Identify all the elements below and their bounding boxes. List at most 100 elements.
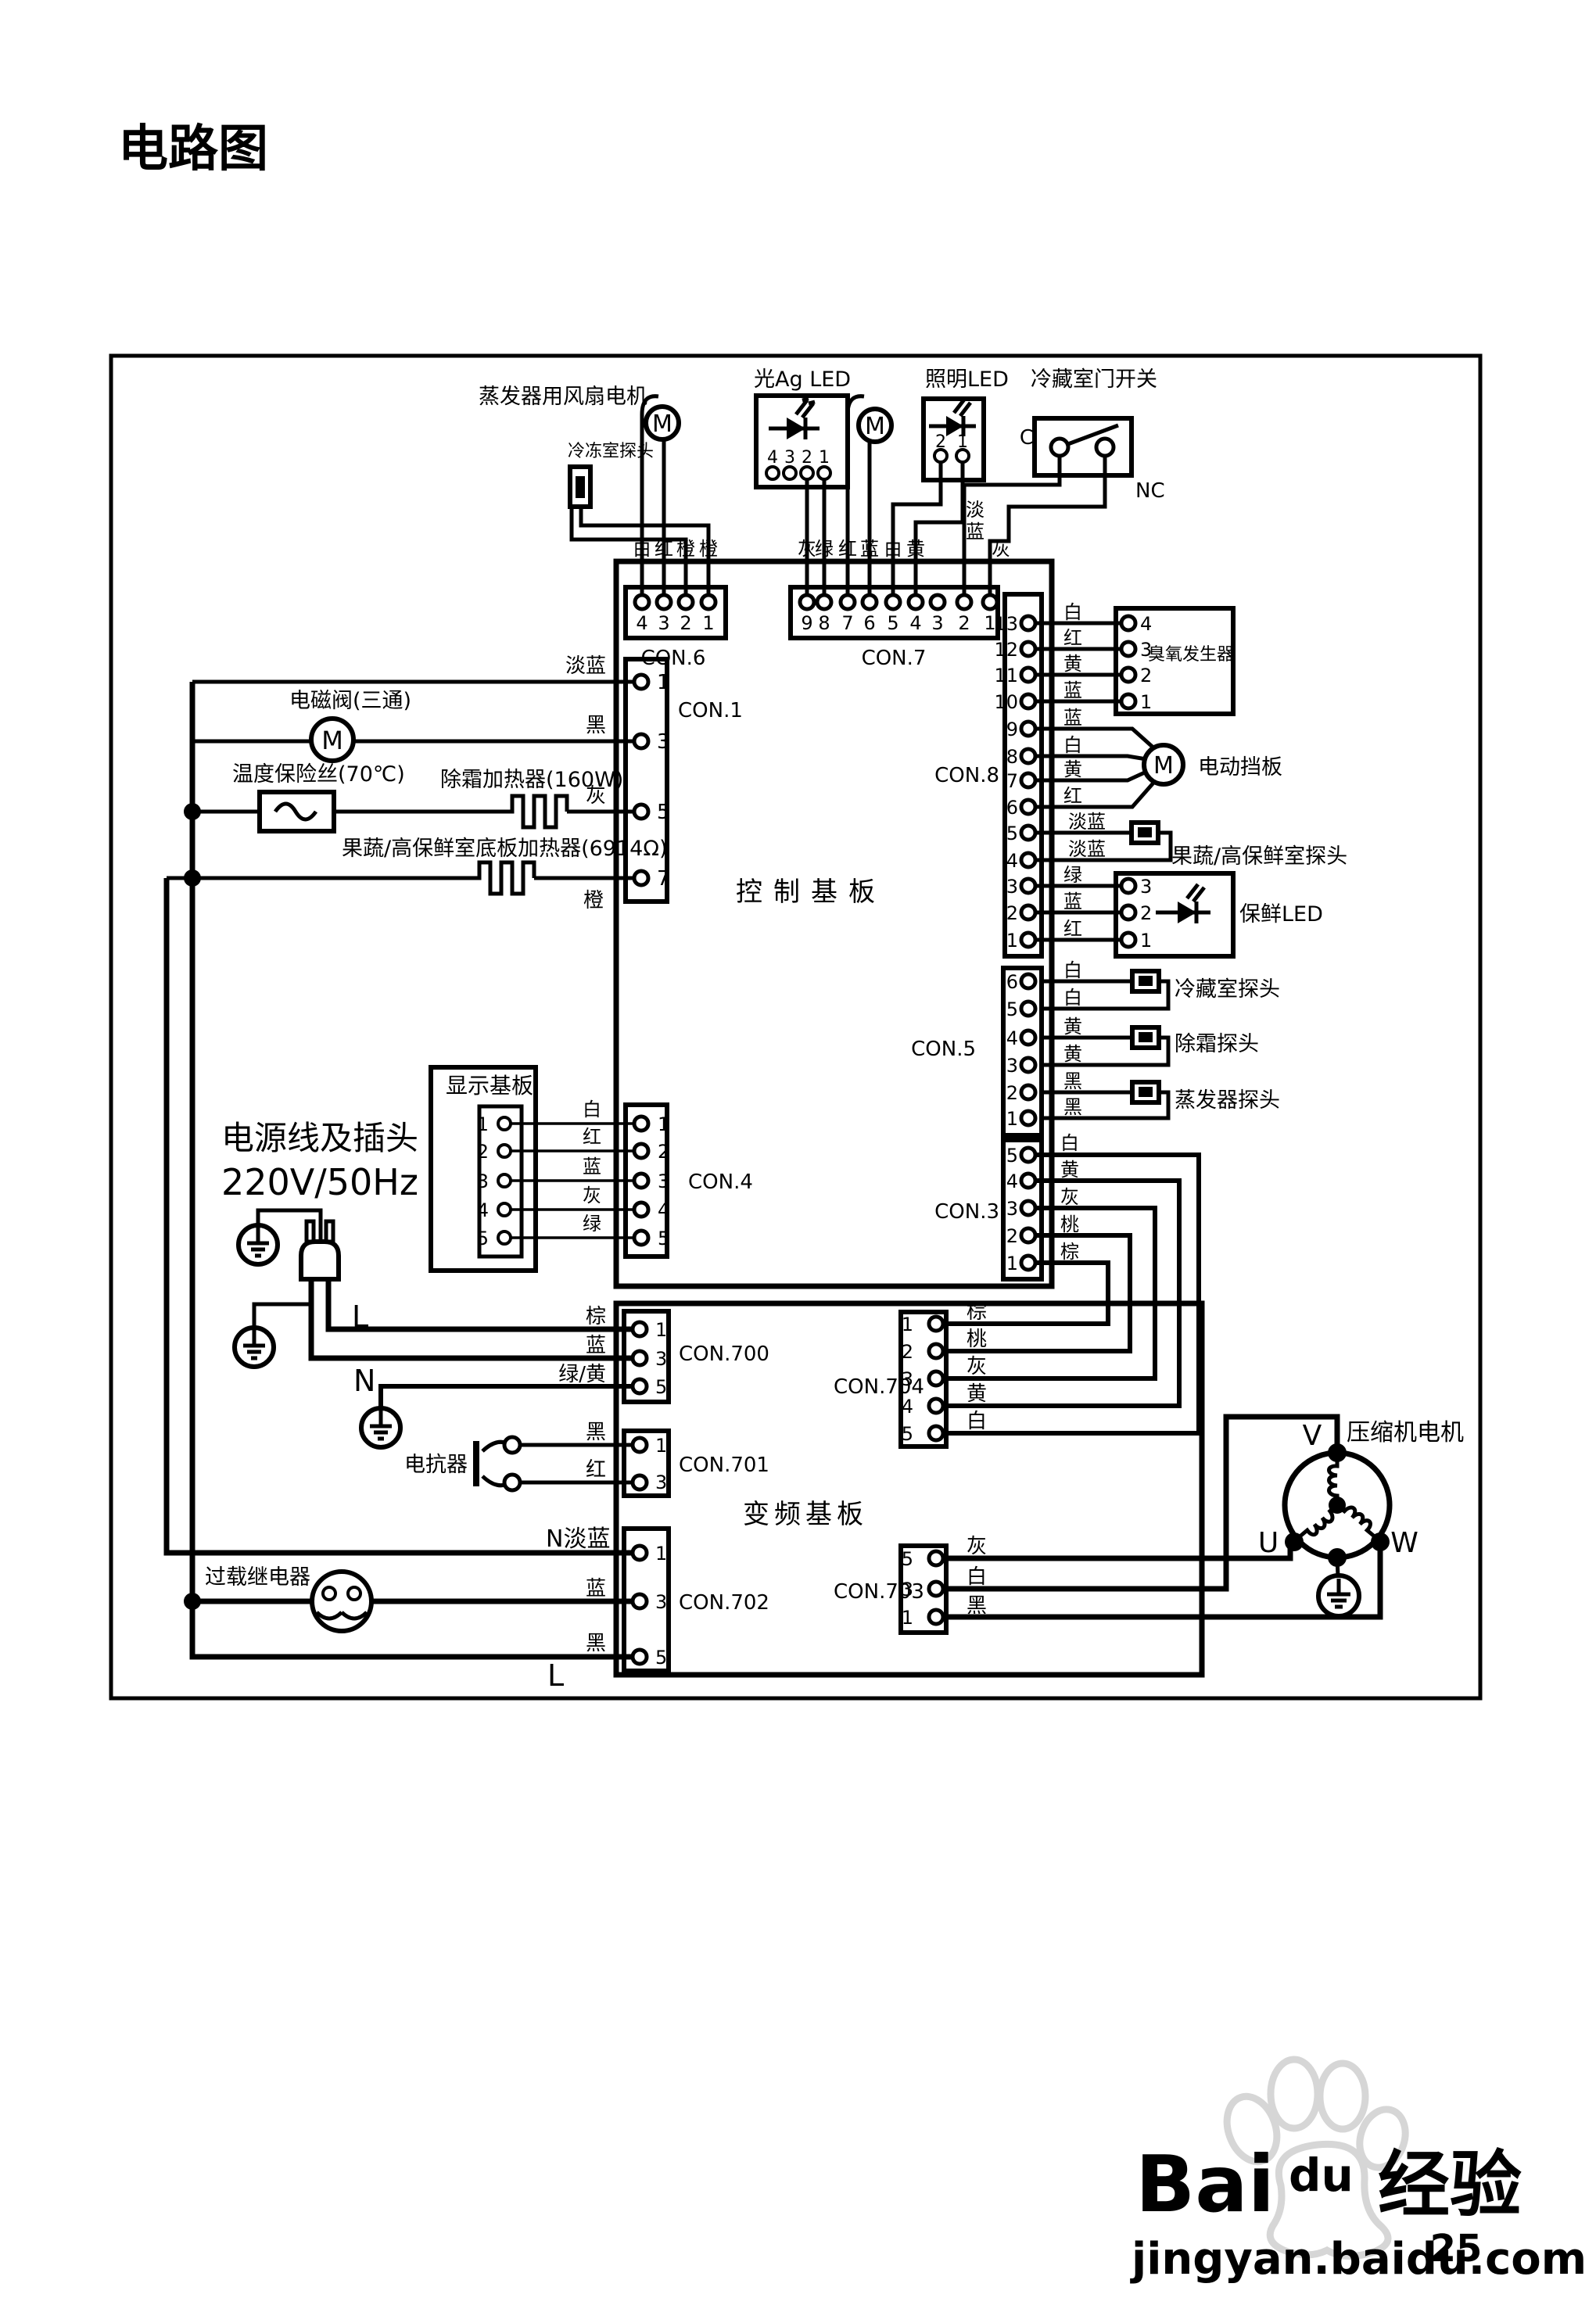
- con7-color-1: 灰: [992, 538, 1010, 560]
- con1-color-3: 黑: [586, 714, 606, 737]
- inverter-board-label: 变频基板: [743, 1499, 868, 1530]
- con704-color-3: 灰: [967, 1355, 987, 1378]
- con701-label: CON.701: [679, 1454, 769, 1477]
- con7-num-7: 7: [841, 612, 853, 634]
- con3-num-5: 5: [1006, 1145, 1018, 1167]
- con8-color-13: 白: [1063, 601, 1082, 623]
- con6-color-2: 橙: [676, 538, 695, 560]
- con700-color-5: 绿/黄: [558, 1363, 606, 1386]
- con8-num-12: 12: [994, 639, 1018, 661]
- evap-probe-label: 蒸发器探头: [1175, 1088, 1280, 1113]
- compressor-v: V: [1303, 1420, 1322, 1452]
- con8-color-7: 黄: [1063, 758, 1082, 780]
- con6-color-1: 橙: [699, 538, 718, 560]
- junction-dots: [184, 803, 201, 1610]
- power-cord-line1: 电源线及插头: [221, 1119, 418, 1157]
- control-board-label: 控制基板: [736, 876, 886, 908]
- con4-num-5: 5: [658, 1228, 669, 1249]
- overload-relay-icon: [310, 1569, 374, 1633]
- ozone-num-4: 4: [1140, 613, 1152, 635]
- con5-num-1: 1: [1006, 1108, 1018, 1130]
- con3-color-3: 灰: [1060, 1186, 1079, 1208]
- fridge-probe-label: 冷藏室探头: [1175, 977, 1280, 1002]
- display-board-label: 显示基板: [446, 1073, 533, 1099]
- con702-num-1: 1: [655, 1543, 667, 1565]
- con1-color-7: 橙: [583, 889, 604, 912]
- fuse-label: 温度保险丝(70℃): [232, 762, 405, 787]
- lighting-led-icon: [929, 398, 976, 436]
- con1-num-1: 1: [657, 671, 670, 694]
- ozone-label: 臭氧发生器: [1148, 645, 1234, 665]
- con7-num-4: 4: [909, 612, 921, 634]
- con3-color-1: 棕: [1060, 1241, 1079, 1263]
- con5-num-2: 2: [1006, 1082, 1018, 1104]
- con702-label: CON.702: [679, 1591, 769, 1615]
- con8-num-9: 9: [1006, 719, 1018, 740]
- title: 电路图: [118, 120, 268, 178]
- fresh-led-icon: [1156, 883, 1210, 923]
- page-number: 25: [1430, 2227, 1483, 2271]
- freezer-probe-icon: [568, 464, 593, 509]
- defrost-probe-label: 除霜探头: [1175, 1032, 1259, 1056]
- crisper-heater-label: 果蔬/高保鲜室底板加热器(6914Ω): [342, 837, 668, 861]
- con8-color-8: 白: [1063, 734, 1082, 756]
- con5-color-1: 黑: [1063, 1096, 1082, 1118]
- con704-color-1: 棕: [967, 1300, 987, 1324]
- con701-num-3: 3: [655, 1472, 667, 1493]
- con7-num-8: 8: [818, 612, 830, 634]
- wm-du: du: [1289, 2149, 1354, 2202]
- compressor-u: U: [1258, 1527, 1279, 1559]
- display-num-2: 2: [477, 1141, 489, 1163]
- con4-color-3: 蓝: [583, 1156, 601, 1178]
- con700-color-3: 蓝: [586, 1334, 606, 1357]
- power-plug-icon: [299, 1219, 341, 1282]
- con703-color-1: 黑: [967, 1594, 987, 1618]
- con7-label: CON.7: [862, 647, 927, 670]
- con7-num-9: 9: [801, 612, 812, 634]
- display-num-5: 5: [477, 1228, 489, 1249]
- con8-num-2: 2: [1006, 902, 1018, 924]
- lightled-num-1: 1: [957, 432, 968, 452]
- con6-label: CON.6: [641, 647, 706, 670]
- door-switch-icon: [1049, 423, 1119, 458]
- con701-num-1: 1: [655, 1435, 667, 1457]
- ground-icon-2: [232, 1325, 276, 1369]
- con8-box: [1002, 592, 1044, 959]
- con7-color-8: 绿: [815, 538, 834, 560]
- con700-num-5: 5: [655, 1376, 667, 1398]
- con704-num-2: 2: [902, 1341, 913, 1363]
- con5-box: [1001, 966, 1044, 1138]
- con7-num-3: 3: [931, 612, 943, 634]
- con8-color-5: 淡蓝: [1068, 811, 1106, 833]
- display-num-1: 1: [477, 1113, 489, 1135]
- con8-color-3: 绿: [1063, 864, 1082, 886]
- con1-color-5: 灰: [586, 784, 606, 808]
- power-wires: [163, 682, 1383, 1660]
- con8-color-10: 蓝: [1063, 679, 1082, 701]
- agled-num-2: 2: [802, 448, 812, 468]
- con5-color-6: 白: [1063, 959, 1082, 981]
- compressor-label: 压缩机电机: [1347, 1419, 1464, 1446]
- plug-n-label: N: [353, 1364, 375, 1398]
- freshled-num-1: 1: [1140, 930, 1152, 952]
- con7-color-5: 白: [884, 538, 902, 560]
- evaporator-probe-icon: [1130, 1080, 1161, 1105]
- con8-num-5: 5: [1006, 823, 1018, 844]
- con8-color-4: 淡蓝: [1068, 838, 1106, 860]
- diagram-border: [109, 353, 1483, 1701]
- con700-num-3: 3: [655, 1348, 667, 1370]
- con8-num-3: 3: [1006, 876, 1018, 898]
- damper-motor-icon: [1142, 743, 1185, 787]
- con7-color-4: 黄: [906, 538, 925, 560]
- con4-label: CON.4: [688, 1170, 753, 1194]
- con5-num-5: 5: [1006, 998, 1018, 1020]
- con3-label: CON.3: [934, 1200, 999, 1224]
- con3-to-con704-wires: [943, 1152, 1201, 1436]
- fan-motor-icon: [644, 404, 681, 442]
- fan-motor-label: 蒸发器用风扇电机: [479, 385, 647, 409]
- fresh-led-label: 保鲜LED: [1239, 902, 1323, 927]
